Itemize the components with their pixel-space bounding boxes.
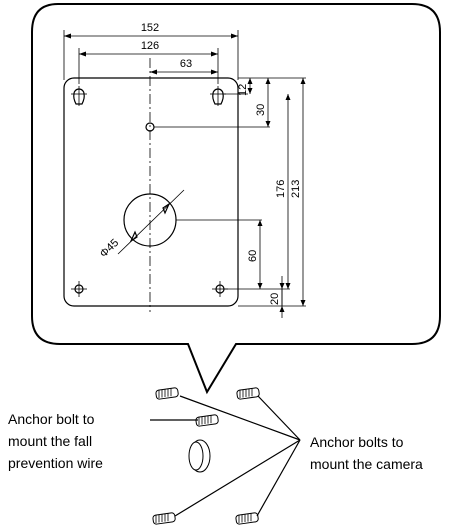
dim-30-label: 30 [255,104,267,116]
dim-63-label: 63 [180,58,192,70]
dim-176: 176 [275,94,291,289]
callout-fall-wire-line1: Anchor bolt to [8,411,95,427]
callout-camera-line1: Anchor bolts to [310,434,404,450]
anchor-bolt-bottom-left [152,512,176,525]
callout-fall-wire: Anchor bolt to mount the fall prevention… [8,411,103,471]
cable-hole-grommet [188,439,211,473]
dim-126-label: 126 [141,40,159,52]
callout-fall-wire-line2: mount the fall [8,433,92,449]
dim-30: 30 [255,78,271,127]
bolt-hole-bottom-left [71,281,87,297]
callout-camera-line2: mount the camera [310,456,423,472]
keyhole-slot-left [71,86,87,106]
mounting-plate [63,77,239,307]
dim-20: 20 [269,276,285,318]
anchor-bolt-top-right [236,387,260,400]
anchor-bolt-top-left [155,387,179,400]
diameter-leader [117,189,185,255]
keyhole-slot-right [210,86,226,106]
dim-12: 12 [237,78,253,96]
callout-fall-wire-line3: prevention wire [8,455,103,471]
callout-camera: Anchor bolts to mount the camera [310,434,423,472]
dim-213-label: 213 [290,180,302,198]
dim-60: 60 [247,220,263,289]
hole-diameter-label: Φ45 [98,237,121,260]
anchor-bolt-bottom-right [235,512,259,525]
leader-camera-bolts [174,395,301,517]
dim-60-label: 60 [247,250,259,262]
callout-bubble-frame [31,3,441,395]
dim-20-label: 20 [269,293,281,305]
anchor-bolt-fall-wire [195,414,219,427]
dim-152: 152 [63,22,239,80]
dim-63: 63 [150,58,218,75]
dim-213: 213 [290,78,306,306]
dim-152-label: 152 [141,22,159,34]
dim-12-label: 12 [237,84,249,96]
dim-126: 126 [78,40,219,84]
dim-176-label: 176 [275,180,287,198]
